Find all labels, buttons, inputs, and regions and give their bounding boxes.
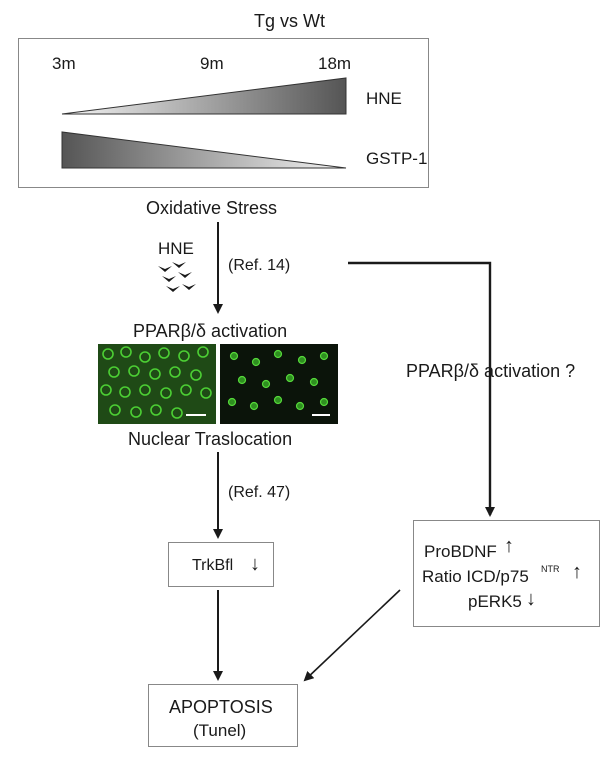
right-markers-box: ProBDNF ↑ Ratio ICD/p75 NTR ↑ pERK5 ↓ bbox=[413, 520, 600, 627]
trkbfl-down-arrow: ↓ bbox=[250, 553, 260, 575]
hne-increase-wedge bbox=[61, 77, 347, 115]
arrow-branch-to-right-box bbox=[348, 261, 495, 517]
ref14-label: (Ref. 14) bbox=[228, 257, 291, 274]
hne-molecule-glyphs bbox=[158, 262, 196, 292]
micrograph-right-cells bbox=[220, 344, 338, 424]
apoptosis-box: APOPTOSIS (Tunel) bbox=[148, 684, 298, 747]
apoptosis-label: APOPTOSIS bbox=[169, 697, 273, 717]
trkbfl-label: TrkBfl bbox=[192, 557, 234, 574]
ratio-up-arrow: ↑ bbox=[572, 561, 582, 583]
diagram-title: Tg vs Wt bbox=[254, 11, 325, 31]
probdnf-up-arrow: ↑ bbox=[504, 535, 514, 557]
perk5-label: pERK5 bbox=[468, 592, 522, 611]
hne-marker-label: HNE bbox=[366, 89, 402, 108]
ratio-superscript: NTR bbox=[541, 564, 560, 574]
ref47-label: (Ref. 47) bbox=[228, 484, 291, 501]
gstp1-marker-label: GSTP-1 bbox=[366, 149, 428, 168]
timepoint-18m: 18m bbox=[318, 54, 352, 73]
timepoint-3m: 3m bbox=[52, 54, 76, 73]
oxidative-stress-label: Oxidative Stress bbox=[146, 198, 278, 218]
ratio-label: Ratio ICD/p75 bbox=[422, 567, 529, 586]
tunel-label: (Tunel) bbox=[193, 721, 247, 740]
nuclear-translocation-label: Nuclear Traslocation bbox=[128, 429, 293, 449]
gstp1-decrease-wedge bbox=[61, 131, 347, 169]
probdnf-label: ProBDNF bbox=[424, 542, 497, 561]
ppar-activation-label: PPARβ/δ activation bbox=[133, 321, 288, 341]
trkbfl-box: TrkBfl ↓ bbox=[168, 542, 274, 587]
arrow-right-box-to-apoptosis bbox=[303, 589, 401, 682]
micrograph-left-cells bbox=[98, 344, 216, 424]
timepoint-9m: 9m bbox=[200, 54, 224, 73]
micrograph-left bbox=[98, 344, 216, 424]
perk5-down-arrow: ↓ bbox=[526, 588, 536, 610]
micrograph-right bbox=[220, 344, 338, 424]
hne-label: HNE bbox=[158, 239, 194, 258]
